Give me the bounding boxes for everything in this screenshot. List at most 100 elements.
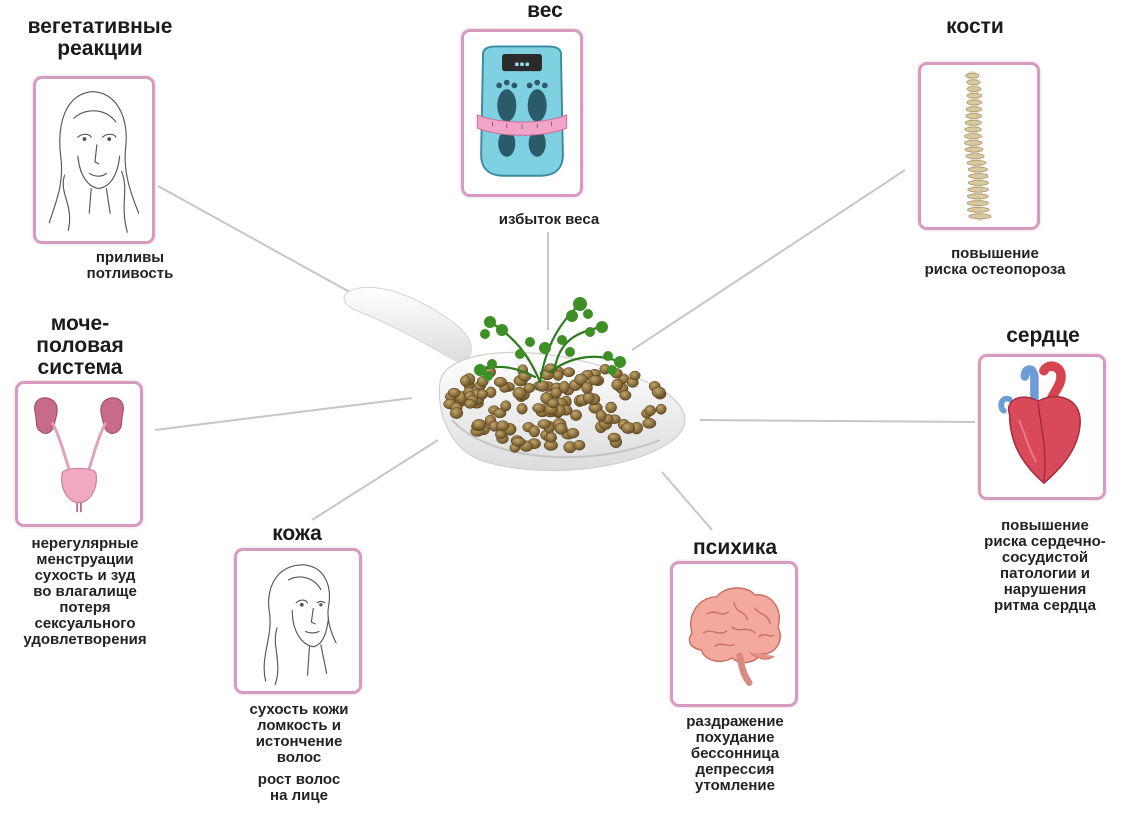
woman-face-icon (48, 90, 140, 233)
vertebra-icon (966, 92, 982, 99)
woman-profile-icon (263, 564, 337, 686)
seed-icon (532, 403, 546, 414)
seed-icon (655, 403, 667, 415)
desc-bones: повышение риска остеопороза (880, 246, 1110, 278)
title-line: вес (527, 0, 563, 22)
connector-skin (311, 439, 439, 521)
desc-line: ритма сердца (994, 597, 1096, 614)
desc-line: сухость и зуд (34, 567, 136, 584)
seed-icon (547, 398, 560, 409)
seed-icon (605, 401, 617, 414)
desc-line: нарушения (1003, 581, 1087, 598)
vertebra-icon (964, 133, 982, 140)
vertebra-icon (968, 173, 989, 179)
desc-line: сосудистой (1001, 549, 1089, 566)
desc-line: во влагалище (33, 583, 137, 600)
desc-line: рост волос (257, 771, 341, 788)
desc-line: потливость (86, 265, 174, 282)
card-bones (918, 62, 1040, 230)
vertebra-icon (965, 72, 980, 79)
seed-icon (493, 408, 507, 419)
title-line: кожа (272, 522, 322, 545)
spoon-with-seeds-icon (343, 286, 686, 472)
desc-line: менструации (36, 551, 134, 568)
desc-line: нерегулярные (31, 535, 139, 552)
vertebra-icon (968, 213, 992, 220)
seed-icon (496, 420, 510, 432)
connector-bones (631, 169, 906, 351)
desc-line: бессонница (690, 745, 780, 762)
title-line: половая (36, 334, 124, 357)
seed-icon (619, 390, 632, 401)
title-vegetative: вегетативные реакции (10, 16, 190, 60)
seed-icon (621, 422, 636, 434)
desc-vegetative: приливы потливость (50, 250, 210, 282)
title-line: реакции (57, 37, 143, 60)
seed-icon (511, 437, 526, 447)
seed-icon (644, 405, 656, 416)
vertebra-icon (966, 79, 981, 86)
title-line: сердце (1006, 324, 1080, 347)
desc-weight: избыток веса (444, 212, 654, 228)
desc-line: на лице (270, 787, 328, 804)
desc-line: похудание (695, 729, 775, 746)
title-psyche: психика (660, 537, 810, 559)
vertebra-icon (967, 166, 988, 173)
card-urogenital (15, 381, 143, 527)
seed-icon (550, 387, 562, 399)
desc-line: истончение (255, 733, 343, 750)
desc-line: утомление (694, 777, 776, 794)
desc-psyche: раздражение похудание бессонница депресс… (650, 714, 820, 794)
desc-heart: повышение риска сердечно- сосудистой пат… (960, 518, 1130, 614)
card-vegetative (33, 76, 155, 244)
desc-line: приливы (95, 249, 165, 266)
card-skin (234, 548, 362, 694)
desc-line: избыток веса (498, 211, 600, 228)
seed-icon (493, 376, 507, 388)
desc-line: потеря (59, 599, 111, 616)
seed-icon (512, 386, 527, 400)
seed-icon (570, 409, 582, 421)
desc-line: волос (276, 749, 322, 766)
seed-icon (642, 417, 657, 429)
vertebra-icon (964, 140, 983, 146)
seed-icon (495, 429, 507, 440)
seed-icon (516, 403, 528, 415)
seed-icon (651, 386, 666, 399)
title-line: система (37, 356, 123, 379)
kidneys-icon (34, 397, 124, 513)
vertebra-icon (967, 206, 990, 213)
seed-icon (552, 369, 564, 381)
vertebra-icon (965, 106, 983, 113)
desc-line: патологии и (1000, 565, 1090, 582)
title-urogenital: моче- половая система (5, 313, 155, 379)
seed-icon (471, 419, 487, 431)
spine-icon (964, 70, 992, 222)
heart-icon (998, 361, 1081, 485)
vertebra-icon (966, 99, 983, 106)
vertebra-icon (964, 146, 984, 153)
seed-icon (595, 409, 607, 422)
connector-heart (699, 419, 976, 423)
title-line: моче- (50, 312, 110, 335)
card-weight: ▪▪▪ (461, 29, 583, 197)
seed-icon (611, 378, 624, 391)
seed-icon (562, 367, 576, 378)
card-heart (978, 354, 1106, 500)
seed-icon (573, 439, 586, 451)
seed-icon (581, 381, 593, 394)
desc-urogenital: нерегулярные менструации сухость и зуд в… (0, 536, 170, 648)
scales-icon: ▪▪▪ (476, 45, 568, 177)
vertebra-icon (966, 86, 982, 92)
seed-icon (500, 400, 512, 412)
seed-icon (574, 373, 588, 386)
seed-icon (588, 375, 602, 386)
desc-line: сексуального (34, 615, 136, 632)
seed-icon (460, 375, 471, 387)
vertebra-icon (967, 186, 989, 193)
vertebra-icon (966, 200, 989, 206)
title-line: вегетативные (27, 15, 173, 38)
vertebra-icon (964, 126, 982, 133)
seed-icon (607, 432, 621, 443)
vertebra-icon (964, 119, 982, 126)
